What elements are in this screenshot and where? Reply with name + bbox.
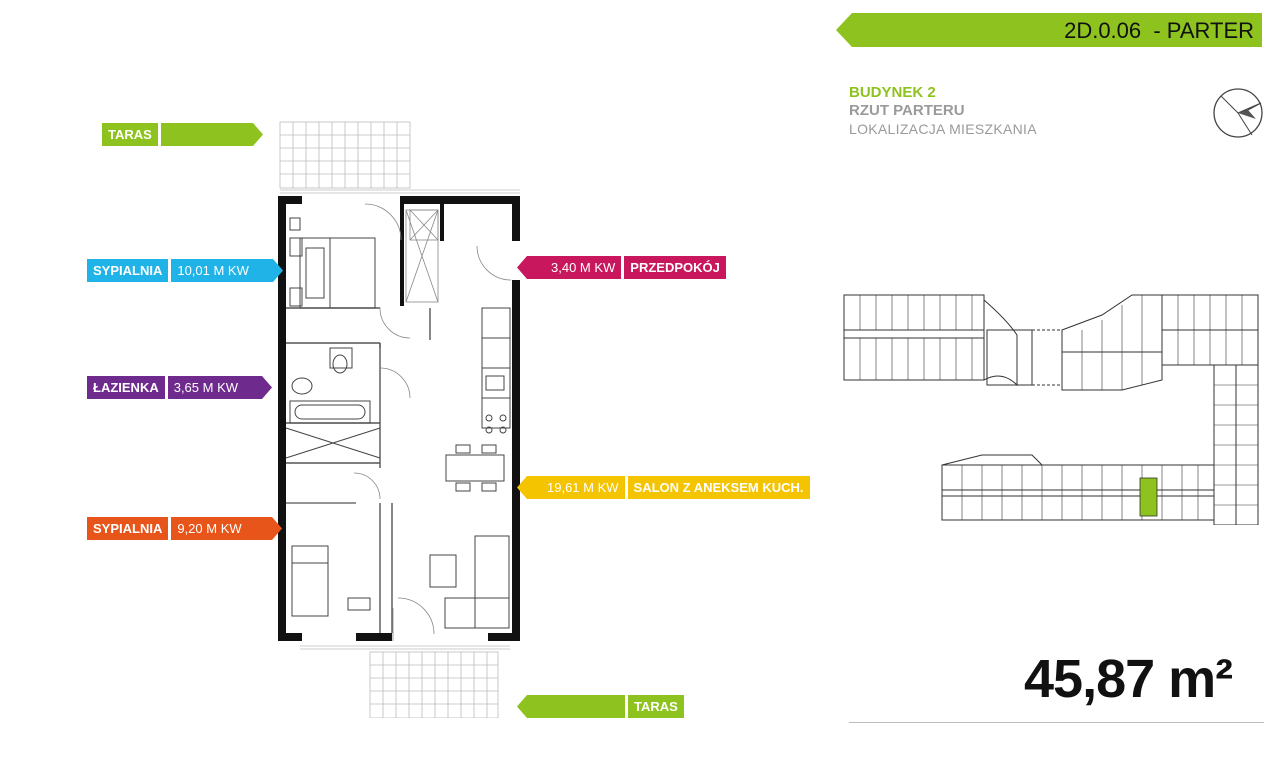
label-przedpokoj: 3,40 M KW PRZEDPOKÓJ xyxy=(517,256,726,279)
total-area: 45,87 m² xyxy=(1024,649,1233,709)
floor-plan-drawing xyxy=(270,118,530,723)
banner-arrow-shape xyxy=(836,13,1262,47)
apartment-code: 2D.0.06 - PARTER xyxy=(1064,18,1254,43)
label-lazienka: ŁAZIENKA 3,65 M KW xyxy=(87,376,273,399)
label-taras-bottom: TARAS xyxy=(517,695,684,718)
building-key-plan xyxy=(842,290,1262,530)
arrow-right-icon xyxy=(252,123,263,146)
arrow-left-icon xyxy=(517,695,527,718)
apartment-banner: 2D.0.06 - PARTER xyxy=(836,13,1262,47)
room-name: TARAS xyxy=(102,123,158,146)
label-taras-top: TARAS xyxy=(102,123,263,146)
room-size: 3,65 M KW xyxy=(167,376,263,399)
label-sypialnia-2: SYPIALNIA 9,20 M KW xyxy=(87,517,282,540)
room-size: 10,01 M KW xyxy=(171,259,273,282)
room-size: 9,20 M KW xyxy=(171,517,272,540)
room-name: SYPIALNIA xyxy=(87,259,169,282)
label-sypialnia-1: SYPIALNIA 10,01 M KW xyxy=(87,259,283,282)
room-size xyxy=(527,695,625,718)
compass-icon xyxy=(1212,87,1264,144)
building-name: BUDYNEK 2 xyxy=(849,84,936,101)
plan-name: RZUT PARTERU xyxy=(849,102,965,119)
room-name: ŁAZIENKA xyxy=(87,376,165,399)
room-name: PRZEDPOKÓJ xyxy=(624,256,726,279)
arrow-right-icon xyxy=(271,517,282,540)
arrow-right-icon xyxy=(262,376,273,399)
divider xyxy=(849,722,1264,723)
room-size: 19,61 M KW xyxy=(527,476,625,499)
label-salon: 19,61 M KW SALON Z ANEKSEM KUCH. xyxy=(517,476,810,499)
building-info: BUDYNEK 2 RZUT PARTERU LOKALIZACJA MIESZ… xyxy=(849,84,1037,138)
room-name: SALON Z ANEKSEM KUCH. xyxy=(627,476,810,499)
arrow-right-icon xyxy=(272,259,283,282)
room-name: TARAS xyxy=(628,695,684,718)
room-name: SYPIALNIA xyxy=(87,517,169,540)
selected-apartment-highlight xyxy=(1139,477,1158,517)
room-size xyxy=(160,123,253,146)
room-size: 3,40 M KW xyxy=(527,256,622,279)
arrow-left-icon xyxy=(517,476,527,499)
location-label: LOKALIZACJA MIESZKANIA xyxy=(849,121,1037,137)
arrow-left-icon xyxy=(517,256,527,279)
